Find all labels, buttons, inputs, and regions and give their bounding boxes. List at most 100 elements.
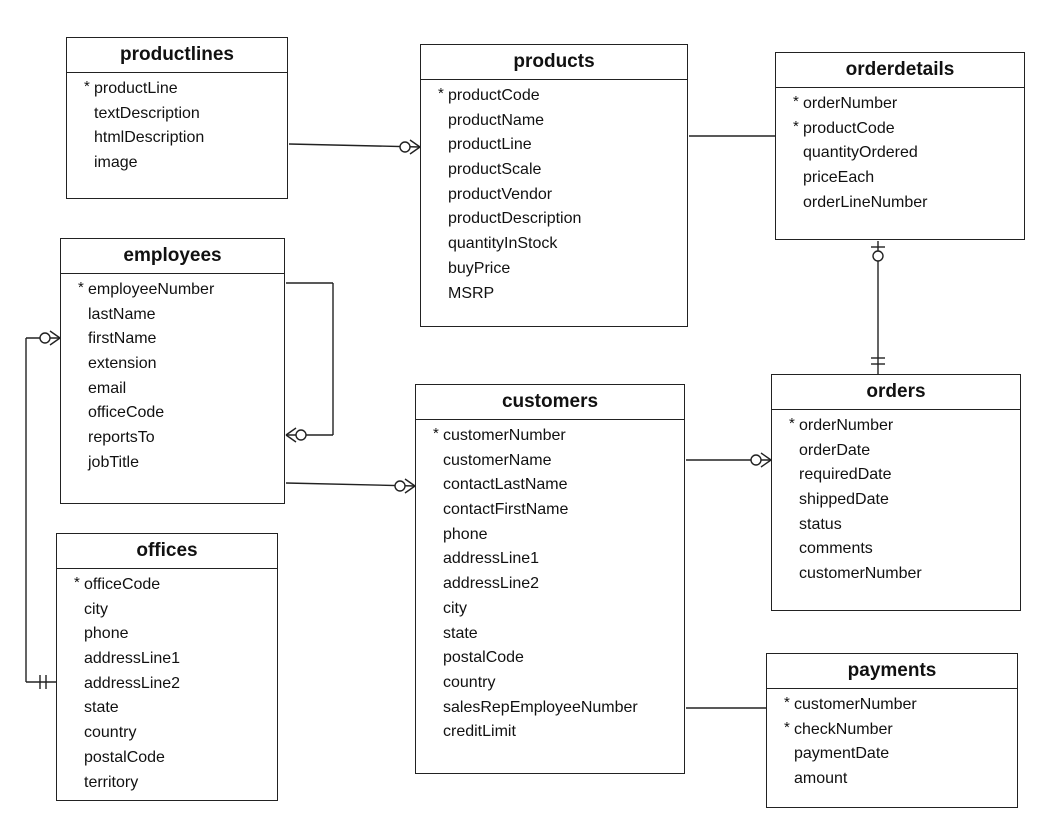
column-orderLineNumber: orderLineNumber bbox=[776, 191, 1024, 216]
crowfoot-line bbox=[404, 478, 416, 487]
column-productVendor: productVendor bbox=[421, 183, 687, 208]
column-name: customerNumber bbox=[799, 565, 922, 583]
column-country: country bbox=[57, 721, 277, 746]
column-paymentDate: paymentDate bbox=[767, 742, 1017, 767]
column-name: buyPrice bbox=[448, 259, 511, 277]
column-name: productScale bbox=[448, 161, 542, 179]
column-htmlDescription: htmlDescription bbox=[67, 126, 287, 151]
column-extension: extension bbox=[61, 352, 284, 377]
column-name: country bbox=[443, 673, 496, 691]
column-name: productCode bbox=[448, 87, 540, 104]
column-name: lastName bbox=[88, 305, 156, 323]
column-name: paymentDate bbox=[794, 745, 890, 763]
column-list: *employeeNumber lastName firstName extensio… bbox=[61, 274, 284, 476]
column-customerName: customerName bbox=[416, 449, 684, 474]
column-name: orderDate bbox=[799, 441, 871, 459]
zero-marker bbox=[394, 480, 406, 492]
column-name: customerNumber bbox=[794, 696, 917, 713]
column-state: state bbox=[57, 696, 277, 721]
column-name: quantityInStock bbox=[448, 235, 558, 253]
column-name: addressLine1 bbox=[443, 550, 540, 568]
column-shippedDate: shippedDate bbox=[772, 488, 1020, 513]
column-comments: comments bbox=[772, 537, 1020, 562]
column-name: firstName bbox=[88, 330, 157, 348]
column-name: jobTitle bbox=[88, 453, 139, 471]
column-name: phone bbox=[443, 525, 488, 543]
column-customerNumber: *customerNumber bbox=[416, 424, 684, 449]
zero-marker bbox=[295, 429, 307, 441]
primary-key-marker: * bbox=[84, 78, 90, 95]
column-officeCode: officeCode bbox=[61, 401, 284, 426]
column-country: country bbox=[416, 671, 684, 696]
column-name: contactLastName bbox=[443, 476, 568, 494]
column-name: postalCode bbox=[443, 649, 524, 667]
table-title: customers bbox=[416, 385, 684, 420]
column-name: productVendor bbox=[448, 185, 553, 203]
primary-key-marker: * bbox=[789, 415, 795, 432]
column-phone: phone bbox=[416, 523, 684, 548]
column-name: textDescription bbox=[94, 104, 200, 122]
column-quantityInStock: quantityInStock bbox=[421, 232, 687, 257]
column-quantityOrdered: quantityOrdered bbox=[776, 141, 1024, 166]
column-name: amount bbox=[794, 770, 848, 788]
column-name: productDescription bbox=[448, 210, 582, 228]
crowfoot-line bbox=[760, 459, 772, 468]
column-textDescription: textDescription bbox=[67, 102, 287, 127]
crowfoot-line bbox=[285, 427, 297, 436]
column-name: status bbox=[799, 515, 842, 533]
column-contactFirstName: contactFirstName bbox=[416, 498, 684, 523]
column-customerNumber: *customerNumber bbox=[767, 693, 1017, 718]
column-city: city bbox=[57, 598, 277, 623]
column-name: employeeNumber bbox=[88, 281, 215, 298]
table-title: productlines bbox=[67, 38, 287, 73]
primary-key-marker: * bbox=[793, 93, 799, 110]
column-lastName: lastName bbox=[61, 303, 284, 328]
primary-key-marker: * bbox=[78, 279, 84, 296]
primary-key-marker: * bbox=[784, 718, 790, 736]
column-city: city bbox=[416, 597, 684, 622]
crowfoot-line bbox=[409, 146, 421, 155]
column-productCode: *productCode bbox=[421, 84, 687, 109]
crowfoot-line bbox=[404, 485, 416, 494]
column-name: productCode bbox=[803, 119, 895, 137]
table-title: orderdetails bbox=[776, 53, 1024, 88]
column-reportsTo: reportsTo bbox=[61, 426, 284, 451]
column-name: image bbox=[94, 154, 138, 172]
crowfoot-line bbox=[409, 139, 421, 148]
column-MSRP: MSRP bbox=[421, 282, 687, 307]
column-email: email bbox=[61, 377, 284, 402]
column-customerNumber: customerNumber bbox=[772, 562, 1020, 587]
column-name: addressLine2 bbox=[443, 575, 540, 593]
column-name: orderNumber bbox=[803, 95, 898, 112]
table-title: orders bbox=[772, 375, 1020, 410]
column-productDescription: productDescription bbox=[421, 207, 687, 232]
column-contactLastName: contactLastName bbox=[416, 473, 684, 498]
column-officeCode: *officeCode bbox=[57, 573, 277, 598]
crowfoot-line bbox=[49, 337, 61, 346]
column-name: extension bbox=[88, 355, 157, 373]
column-productLine: productLine bbox=[421, 133, 687, 158]
column-amount: amount bbox=[767, 767, 1017, 792]
column-name: country bbox=[84, 724, 137, 742]
relation-employees-customers bbox=[285, 482, 416, 487]
column-name: customerNumber bbox=[443, 427, 566, 444]
relation-productlines-products bbox=[288, 143, 421, 148]
column-name: state bbox=[443, 624, 478, 642]
column-name: salesRepEmployeeNumber bbox=[443, 698, 638, 716]
column-name: officeCode bbox=[88, 404, 165, 422]
column-name: htmlDescription bbox=[94, 129, 205, 147]
column-name: priceEach bbox=[803, 169, 875, 187]
column-salesRepEmployeeNumber: salesRepEmployeeNumber bbox=[416, 696, 684, 721]
zero-marker bbox=[750, 454, 762, 466]
column-name: email bbox=[88, 379, 127, 397]
column-name: comments bbox=[799, 540, 873, 558]
